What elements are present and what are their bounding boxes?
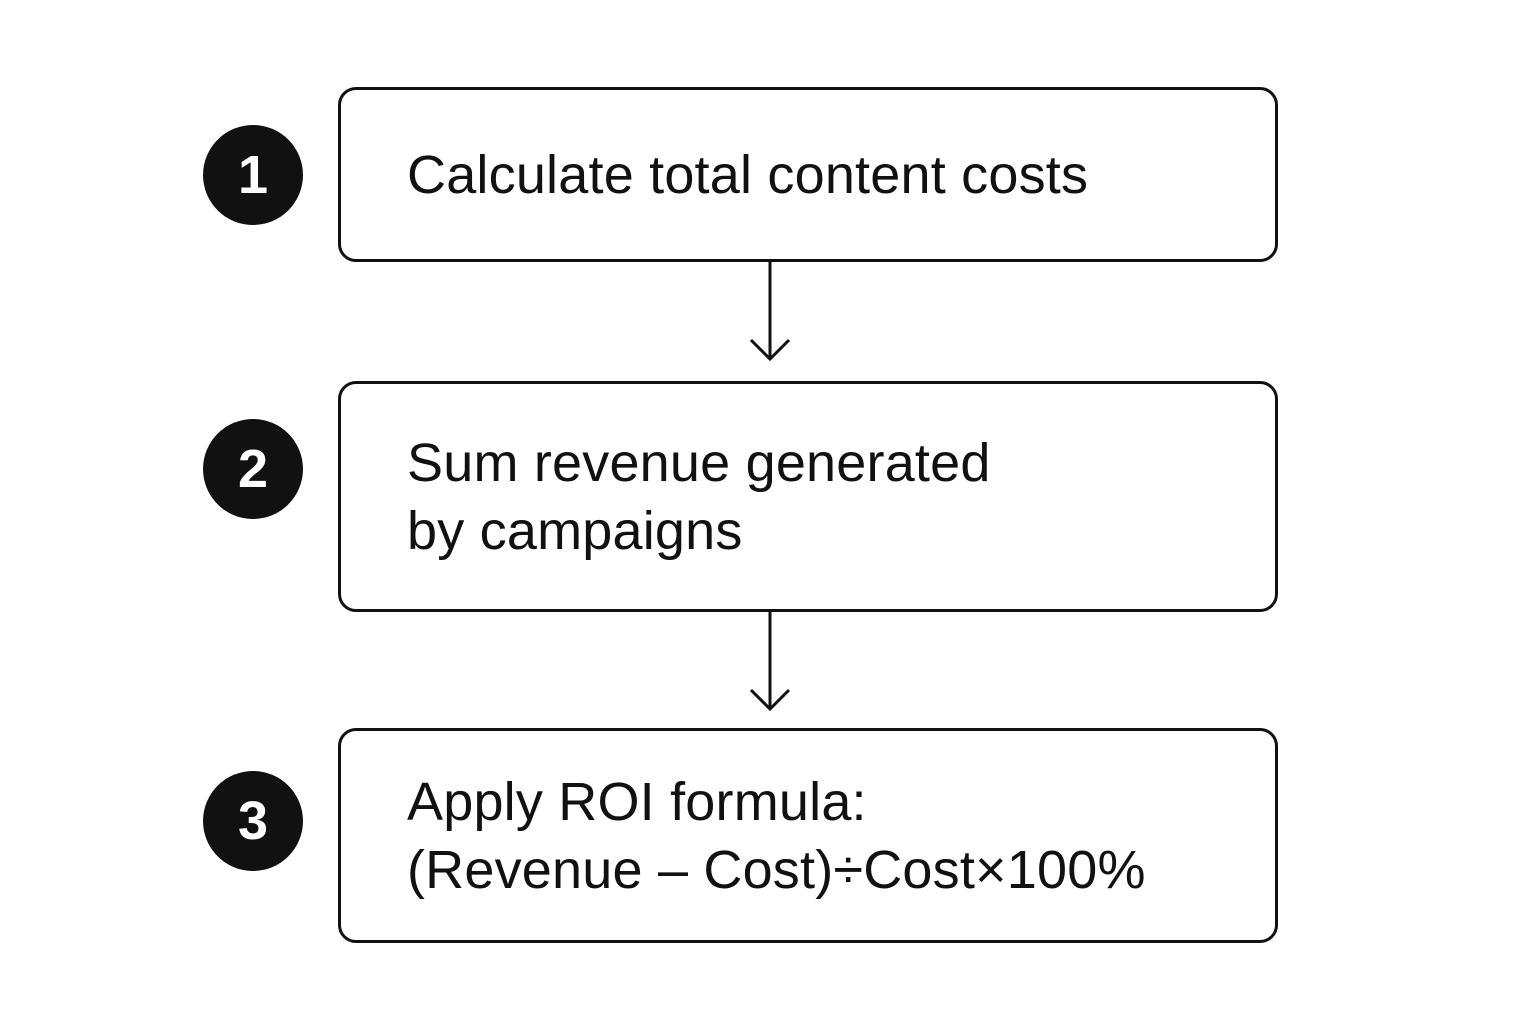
step-2-text: Sum revenue generated by campaigns xyxy=(407,429,991,565)
arrow-down-icon xyxy=(749,262,791,362)
step-1-number-badge: 1 xyxy=(203,125,303,225)
step-1-text: Calculate total content costs xyxy=(407,141,1088,209)
step-3-number-badge: 3 xyxy=(203,771,303,871)
step-2-line-1: Sum revenue generated xyxy=(407,432,991,493)
step-2-line-2: by campaigns xyxy=(407,500,743,561)
step-1-box: Calculate total content costs xyxy=(338,87,1278,262)
step-3-text: Apply ROI formula: (Revenue – Cost)÷Cost… xyxy=(407,768,1146,904)
step-3-line-2: (Revenue – Cost)÷Cost×100% xyxy=(407,839,1146,900)
step-2-box: Sum revenue generated by campaigns xyxy=(338,381,1278,612)
step-3-line-1: Apply ROI formula: xyxy=(407,771,867,832)
arrow-down-icon xyxy=(749,612,791,712)
step-3-number: 3 xyxy=(237,791,269,851)
step-1-line-1: Calculate total content costs xyxy=(407,144,1089,205)
step-2-number: 2 xyxy=(237,439,269,499)
step-2-number-badge: 2 xyxy=(203,419,303,519)
step-1-number: 1 xyxy=(237,145,269,205)
step-3-box: Apply ROI formula: (Revenue – Cost)÷Cost… xyxy=(338,728,1278,943)
